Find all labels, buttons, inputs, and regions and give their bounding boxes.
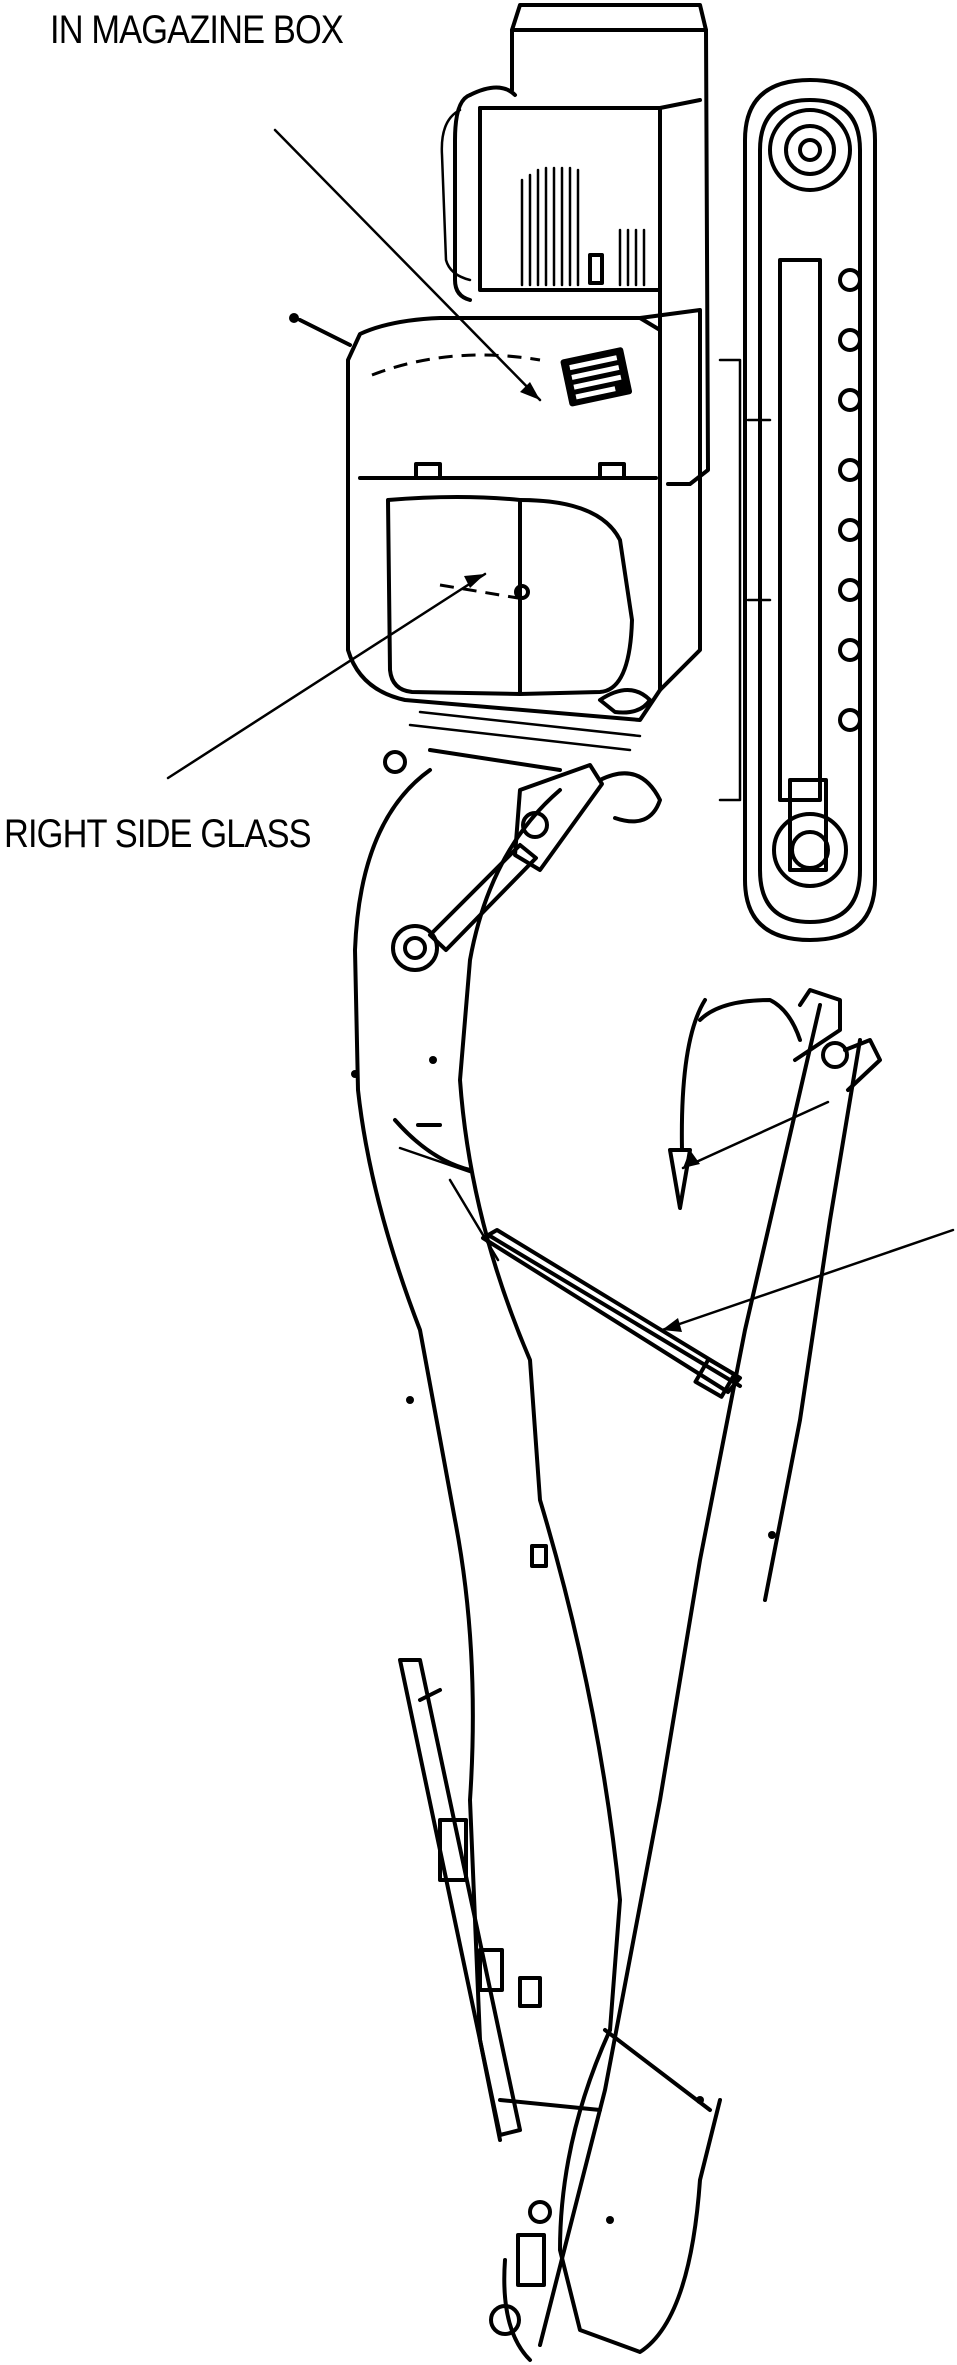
- bucket-cylinder: [398, 1658, 602, 2137]
- callout-label-magazine-box: IN MAGAZINE BOX: [50, 8, 344, 52]
- arm-cylinder: [416, 1123, 742, 1399]
- engine-compartment: [440, 3, 710, 486]
- leader-lines: [166, 128, 955, 1332]
- detail-marks: [351, 1056, 776, 2104]
- bucket: [489, 2028, 722, 2362]
- crawler-track: [718, 78, 877, 942]
- operator-cab: [289, 308, 702, 752]
- arm: [538, 988, 882, 2347]
- boom-cylinder: [383, 748, 662, 972]
- callout-label-right-side-glass: RIGHT SIDE GLASS: [4, 812, 312, 856]
- boom: [353, 768, 622, 2142]
